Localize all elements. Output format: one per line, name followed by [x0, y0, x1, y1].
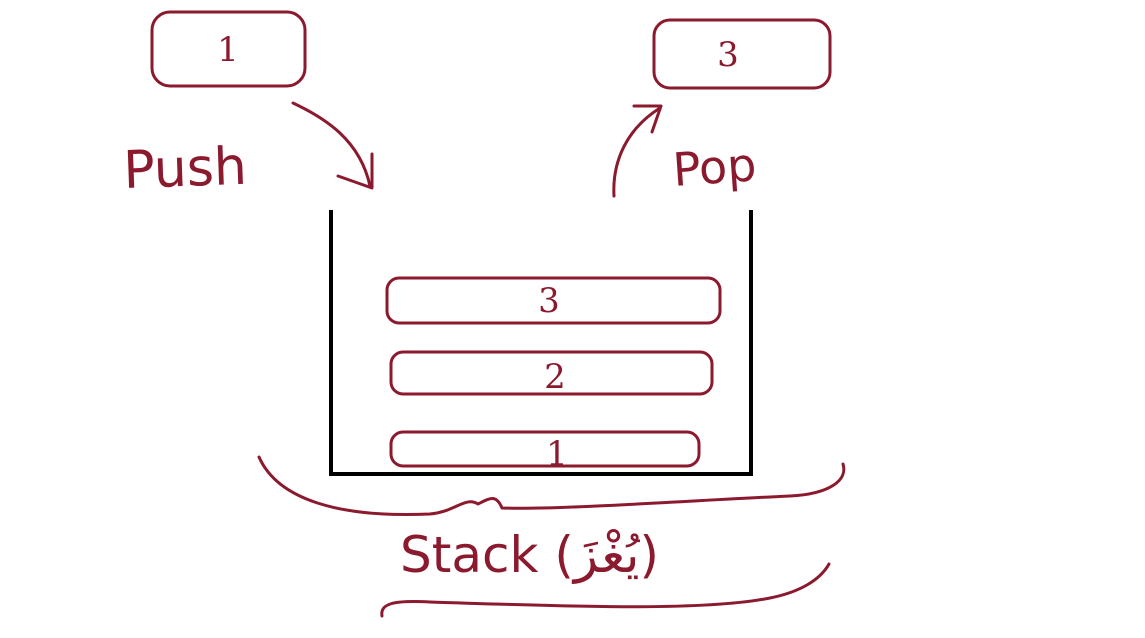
stack-container: [329, 210, 753, 476]
pop-item-label: 3: [717, 35, 739, 75]
push-arrow-head-icon: [336, 152, 374, 190]
push-item-box: [150, 10, 307, 88]
push-arrow: [291, 101, 372, 188]
stack-caption-underline: [380, 562, 831, 618]
push-item-label: 1: [217, 30, 239, 70]
pop-item-box: [652, 18, 832, 90]
stack-item-label: 2: [544, 357, 566, 397]
stack-item-box: [385, 276, 722, 325]
pop-label: Pop: [671, 137, 758, 197]
pop-arrow-head-icon: [632, 104, 663, 134]
push-label: Push: [122, 137, 247, 201]
stack-item-box: [389, 430, 701, 468]
stack-item-label: 1: [546, 434, 568, 474]
stack-item-box: [389, 350, 714, 396]
stack-caption: Stack (يُغْزَ): [400, 526, 659, 584]
pop-arrow: [612, 106, 662, 198]
stack-item-label: 3: [538, 281, 560, 321]
stack-brace: [257, 455, 846, 517]
